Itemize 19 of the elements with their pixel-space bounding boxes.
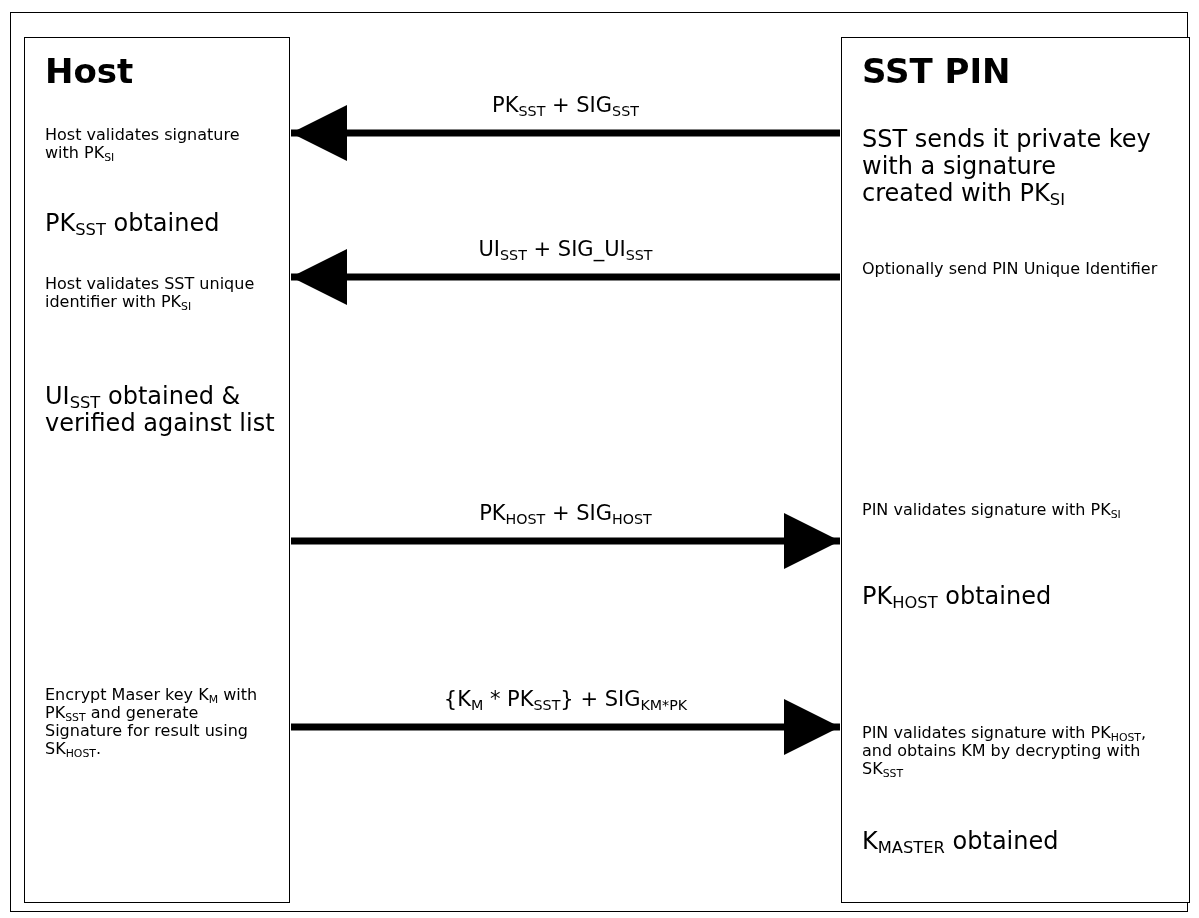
step-note: SST sends it private key with a signature created with PK$_{SI}$ <box>862 126 1152 207</box>
step-note: UI$_{SST}$ obtained & verified against list <box>45 383 276 437</box>
step-note: Host validates signature with PK$_{SI}$ <box>45 126 241 162</box>
participant-box <box>841 37 1190 903</box>
participant-box <box>24 37 290 903</box>
message-arrow <box>291 105 840 161</box>
participant-heading: Host <box>45 52 135 91</box>
message-arrow <box>291 699 840 755</box>
step-note: PIN validates signature with PK$_{SI}$ <box>862 501 1122 519</box>
step-note: Host validates SST unique identifier with PK$_{SI}$ <box>45 275 256 311</box>
message-arrow <box>291 513 840 569</box>
step-note: Encrypt Maser key K$_{M}$ with PK$_{SST}$ and generate Signature for result using SK$_{HOST}$. <box>45 686 259 758</box>
step-note: PK$_{SST}$ obtained <box>45 210 221 237</box>
step-note: PIN validates signature with PK$_{HOST}$, and obtains KM by decrypting with SK$_{SST}$ <box>862 724 1148 778</box>
step-note: K$_{MASTER}$ obtained <box>862 828 1060 855</box>
message-arrow <box>291 249 840 305</box>
step-note: PK$_{HOST}$ obtained <box>862 583 1053 610</box>
participant-heading: SST PIN <box>862 52 1012 91</box>
step-note: Optionally send PIN Unique Identifier <box>862 260 1159 278</box>
